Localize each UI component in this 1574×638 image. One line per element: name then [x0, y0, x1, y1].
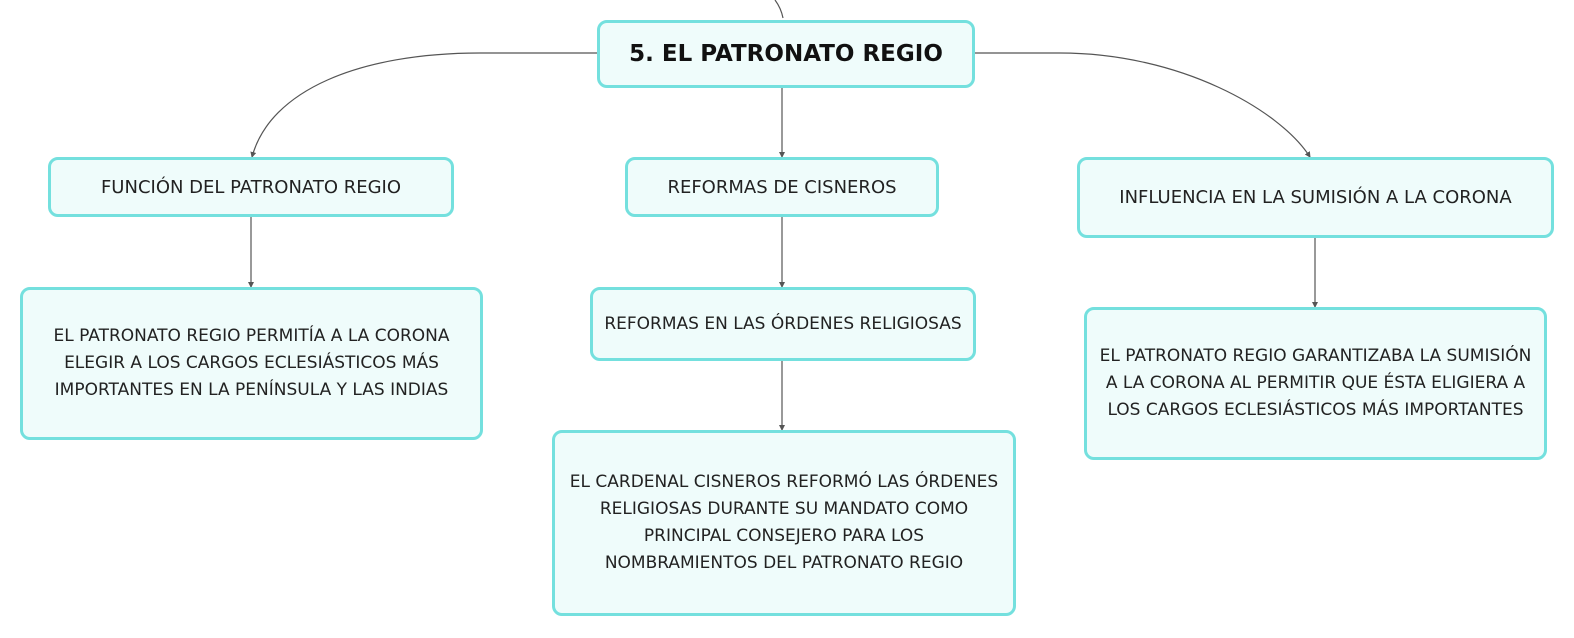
- topic-reformas[interactable]: REFORMAS DE CISNEROS: [625, 157, 939, 217]
- topic-funcion[interactable]: FUNCIÓN DEL PATRONATO REGIO: [48, 157, 454, 217]
- subtopic-ordenes[interactable]: REFORMAS EN LAS ÓRDENES RELIGIOSAS: [590, 287, 976, 361]
- subtopic-ordenes-label: REFORMAS EN LAS ÓRDENES RELIGIOSAS: [604, 313, 962, 334]
- subtopic-influencia-detail-text: EL PATRONATO REGIO GARANTIZABA LA SUMISI…: [1099, 346, 1532, 420]
- topic-funcion-label: FUNCIÓN DEL PATRONATO REGIO: [100, 176, 402, 198]
- root-topic-label: 5. EL PATRONATO REGIO: [629, 41, 943, 67]
- connector-root-to-influencia: [975, 52, 1311, 158]
- topic-influencia-label: INFLUENCIA EN LA SUMISIÓN A LA CORONA: [1119, 187, 1512, 208]
- subtopic-cardenal-detail-text: EL CARDENAL CISNEROS REFORMÓ LAS ÓRDENES…: [569, 472, 999, 573]
- topic-reformas-label: REFORMAS DE CISNEROS: [667, 176, 897, 198]
- subtopic-cardenal-detail[interactable]: EL CARDENAL CISNEROS REFORMÓ LAS ÓRDENES…: [552, 430, 1016, 616]
- subtopic-funcion-detail[interactable]: EL PATRONATO REGIO PERMITÍA A LA CORONA …: [20, 287, 483, 440]
- root-topic[interactable]: 5. EL PATRONATO REGIO: [597, 20, 975, 88]
- topic-influencia[interactable]: INFLUENCIA EN LA SUMISIÓN A LA CORONA: [1077, 157, 1554, 238]
- subtopic-funcion-detail-text: EL PATRONATO REGIO PERMITÍA A LA CORONA …: [53, 326, 450, 400]
- subtopic-influencia-detail[interactable]: EL PATRONATO REGIO GARANTIZABA LA SUMISI…: [1084, 307, 1547, 460]
- connector-parent-to-root: [774, 0, 784, 19]
- connector-root-to-funcion: [250, 52, 597, 158]
